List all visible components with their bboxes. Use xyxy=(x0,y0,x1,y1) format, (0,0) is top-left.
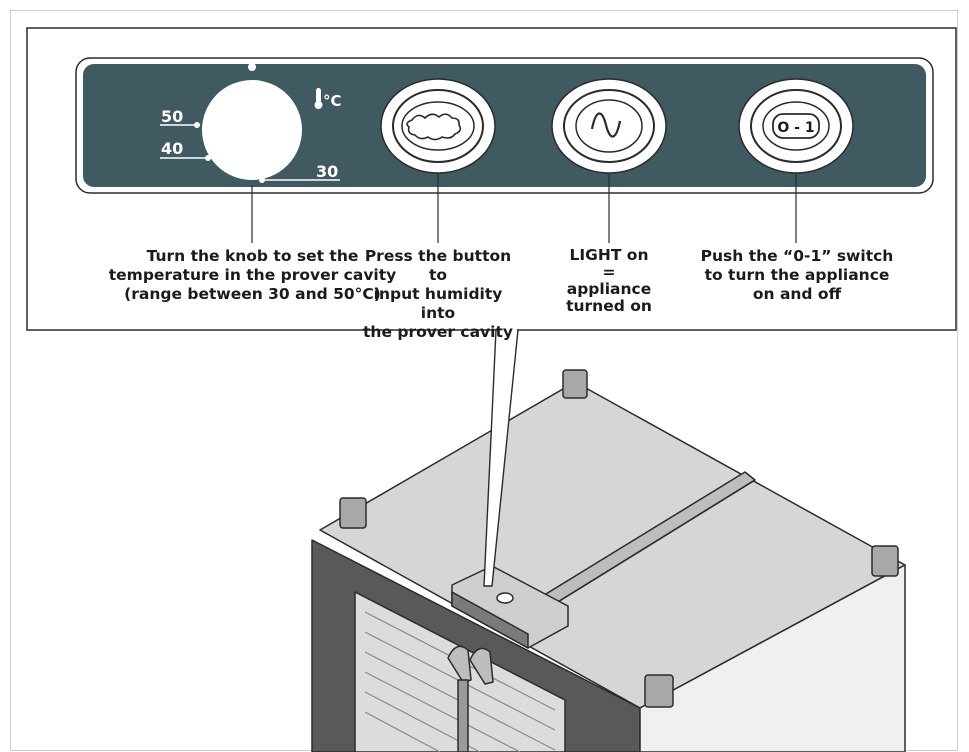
light-caption: LIGHT on = appliance turned on xyxy=(566,246,652,315)
scale-30-label: 30 xyxy=(316,162,338,181)
control-panel: 50 40 30 °C xyxy=(75,57,934,194)
oven-illustration xyxy=(311,369,906,752)
power-switch: O - 1 xyxy=(738,78,854,174)
oven-control-box xyxy=(451,565,569,649)
knob-top-dot xyxy=(248,63,256,71)
humidity-caption: Press the button to input humidity into … xyxy=(363,247,513,341)
celsius-unit: °C xyxy=(323,92,342,110)
scale-30-dot xyxy=(259,177,265,183)
light-indicator xyxy=(551,78,667,174)
scale-40-dot xyxy=(205,155,211,161)
scale-50-dot xyxy=(194,122,200,128)
sine-wave-icon xyxy=(590,112,622,138)
switch-label: O - 1 xyxy=(777,120,814,136)
steam-cloud-icon xyxy=(406,113,462,141)
thermometer-icon xyxy=(314,88,323,109)
knob-caption: Turn the knob to set the temperature in … xyxy=(108,247,397,303)
oven-feet xyxy=(339,369,899,708)
switch-caption: Push the “0-1” switch to turn the applia… xyxy=(700,247,894,303)
scale-40-label: 40 xyxy=(161,139,183,158)
temperature-knob: 50 40 30 °C xyxy=(160,63,342,183)
scale-50-label: 50 xyxy=(161,107,183,126)
humidity-button xyxy=(380,78,496,174)
